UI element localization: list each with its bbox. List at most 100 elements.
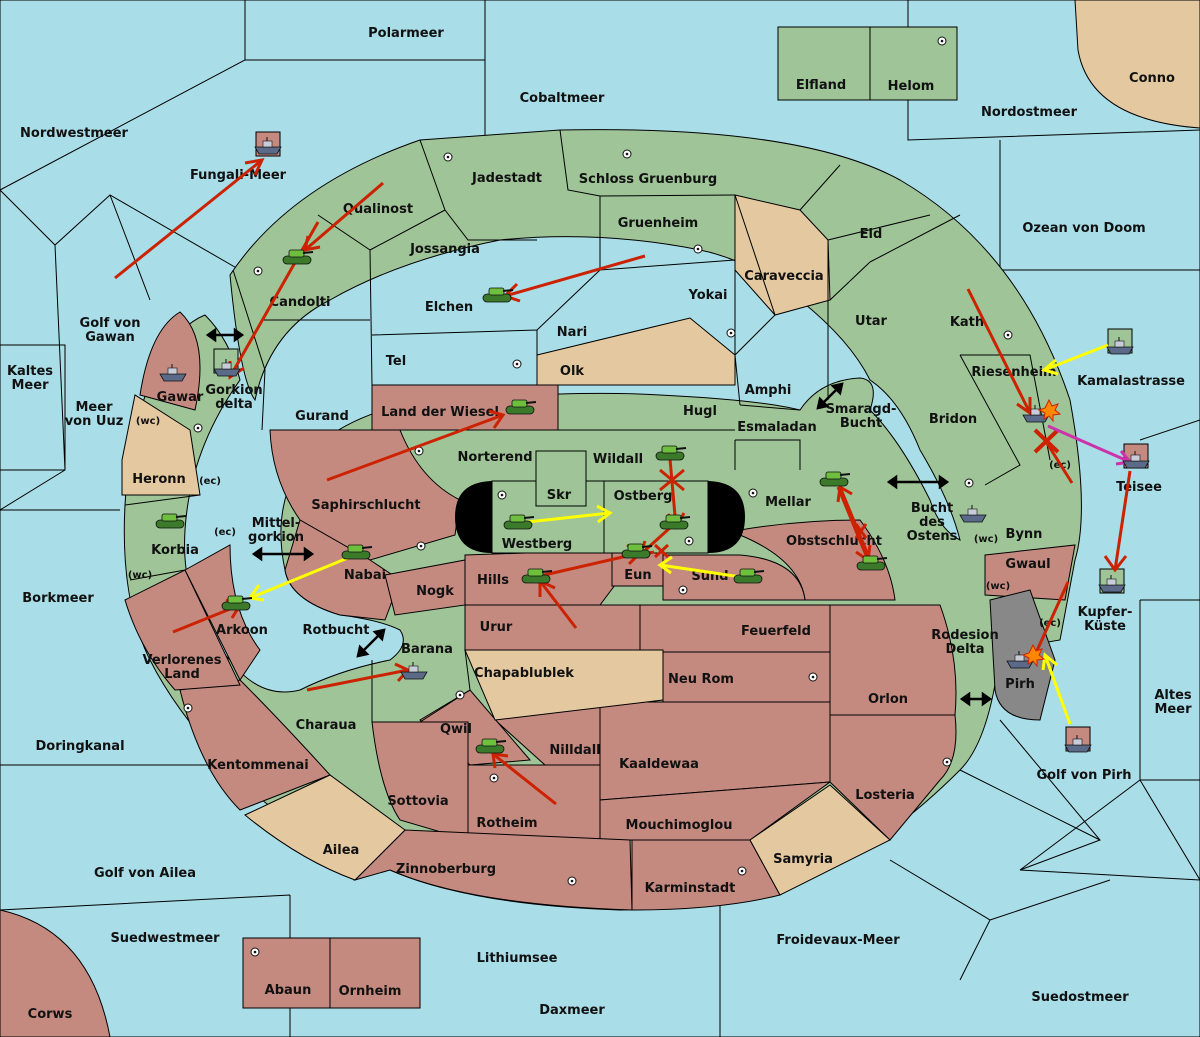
label-urur: Urur: [480, 620, 513, 635]
red-provinces: [124, 311, 1076, 911]
sea-kaltes-meer-2: Meer: [12, 378, 50, 393]
sea-suedwestmeer: Suedwestmeer: [110, 931, 220, 946]
label-pirh: Pirh: [1005, 677, 1035, 692]
label-jossangia: Jossangia: [409, 242, 480, 257]
label-chapablublek: Chapablublek: [474, 666, 574, 681]
sea-nordostmeer: Nordostmeer: [981, 105, 1078, 120]
label-land-der-wiesel: Land der Wiesel: [381, 405, 499, 420]
sea-altes-meer: Altes: [1154, 688, 1192, 703]
label-korbia-wc: (wc): [128, 570, 152, 581]
label-eld: Eld: [860, 227, 883, 242]
label-utar: Utar: [855, 314, 888, 329]
label-nari: Nari: [557, 325, 588, 340]
sea-bucht-des-ostens-3: Ostens: [907, 529, 958, 544]
label-westberg: Westberg: [502, 537, 572, 552]
province-nabai[interactable]: [284, 519, 401, 621]
sea-rodesion-delta-2: Delta: [945, 642, 984, 657]
sea-fungali-meer: Fungali-Meer: [190, 168, 287, 183]
label-gwaul: Gwaul: [1005, 557, 1050, 572]
label-feuerfeld: Feuerfeld: [741, 624, 811, 639]
label-riesenheim: Riesenheim: [971, 365, 1056, 380]
label-kaaldewaa: Kaaldewaa: [619, 757, 699, 772]
sea-mittelgorkion-2: gorkion: [248, 530, 304, 545]
province-sottovia[interactable]: [371, 721, 469, 841]
sea-mittelgorkion: Mittel-: [252, 516, 301, 531]
sea-cobaltmeer: Cobaltmeer: [520, 91, 605, 106]
sea-borkmeer: Borkmeer: [22, 591, 94, 606]
sea-lithiumsee: Lithiumsee: [477, 951, 558, 966]
province-heronn[interactable]: [121, 394, 201, 496]
sea-rotbucht: Rotbucht: [303, 623, 370, 638]
label-caraveccia: Caraveccia: [744, 269, 823, 284]
label-charaua: Charaua: [296, 718, 357, 733]
province-gwaul[interactable]: [984, 544, 1076, 601]
label-hugl: Hugl: [683, 404, 717, 419]
label-arkoon: Arkoon: [216, 623, 268, 638]
label-sottovia: Sottovia: [387, 794, 448, 809]
province-skr[interactable]: [535, 450, 587, 507]
west-cap: [455, 481, 492, 553]
label-norterend: Norterend: [457, 450, 532, 465]
passage-arrows: [205, 327, 993, 707]
label-gawar-wc: (wc): [136, 416, 160, 427]
province-conno[interactable]: [1074, 0, 1200, 129]
province-gawar[interactable]: [139, 311, 201, 411]
sea-froidevaux-meer: Froidevaux-Meer: [776, 933, 900, 948]
label-elchen: Elchen: [425, 300, 473, 315]
province-obstschlucht[interactable]: [739, 519, 896, 601]
label-helom: Helom: [888, 79, 935, 94]
province-ornheim[interactable]: [329, 937, 421, 1009]
sea-ozean-von-doom: Ozean von Doom: [1022, 221, 1145, 236]
label-karminstadt: Karminstadt: [645, 881, 736, 896]
label-skr: Skr: [547, 488, 572, 503]
province-verlorenes-land[interactable]: [124, 569, 241, 691]
sea-kupfer-kueste: Kupfer-: [1078, 605, 1133, 620]
label-nabai: Nabai: [344, 568, 386, 583]
sea-kamalastrasse: Kamalastrasse: [1077, 374, 1185, 389]
label-kath: Kath: [950, 315, 984, 330]
label-bynn-wc: (wc): [974, 534, 998, 545]
label-eun: Eun: [624, 568, 651, 583]
east-cap: [708, 481, 745, 553]
sea-teisee: Teisee: [1116, 480, 1162, 495]
sea-kaltes-meer: Kaltes: [7, 364, 53, 379]
province-losteria[interactable]: [829, 714, 957, 841]
province-samyria[interactable]: [749, 784, 891, 896]
province-ailea[interactable]: [244, 774, 406, 881]
sea-meer-von-uuz-2: von Uuz: [65, 414, 124, 429]
label-gwaul-wc: (wc): [986, 581, 1010, 592]
label-samyria: Samyria: [773, 852, 833, 867]
province-saphirschlucht[interactable]: [269, 429, 461, 561]
label-ornheim: Ornheim: [339, 984, 402, 999]
province-labels: Conno Corws Elfland Helom Abaun Ornheim …: [28, 71, 1175, 1022]
sea-bucht-des-ostens-2: des: [919, 515, 945, 530]
label-zinnoberburg: Zinnoberburg: [396, 862, 496, 877]
battle-markers: [1021, 398, 1062, 668]
label-losteria: Losteria: [855, 788, 915, 803]
label-wildall: Wildall: [593, 452, 643, 467]
sea-golf-von-pirh: Golf von Pirh: [1036, 768, 1131, 783]
province-chapablublek[interactable]: [464, 649, 664, 721]
label-esmaladan: Esmaladan: [737, 420, 817, 435]
sea-bucht-des-ostens: Bucht: [911, 501, 953, 516]
label-bynn: Bynn: [1006, 527, 1043, 542]
label-obstschlucht: Obstschlucht: [786, 534, 882, 549]
label-candolti: Candolti: [270, 295, 331, 310]
sea-golf-von-gawan-2: Gawan: [85, 330, 134, 345]
label-korbia: Korbia: [151, 543, 199, 558]
sea-gorkion-delta-2: delta: [215, 397, 253, 412]
sea-golf-von-gawan: Golf von: [80, 316, 141, 331]
label-neu-rom: Neu Rom: [668, 672, 734, 687]
label-heronn: Heronn: [132, 472, 186, 487]
label-korbia-ec: (ec): [214, 527, 236, 538]
sea-golf-von-ailea: Golf von Ailea: [94, 866, 196, 881]
label-heronn-ec: (ec): [199, 476, 221, 487]
label-yokai: Yokai: [687, 288, 727, 303]
sea-nordwestmeer: Nordwestmeer: [20, 126, 128, 141]
neutral-provinces: [121, 194, 891, 896]
province-elfland[interactable]: [777, 26, 871, 101]
label-nogk: Nogk: [416, 584, 454, 599]
label-ailea: Ailea: [323, 843, 360, 858]
label-orlon: Orlon: [868, 692, 908, 707]
